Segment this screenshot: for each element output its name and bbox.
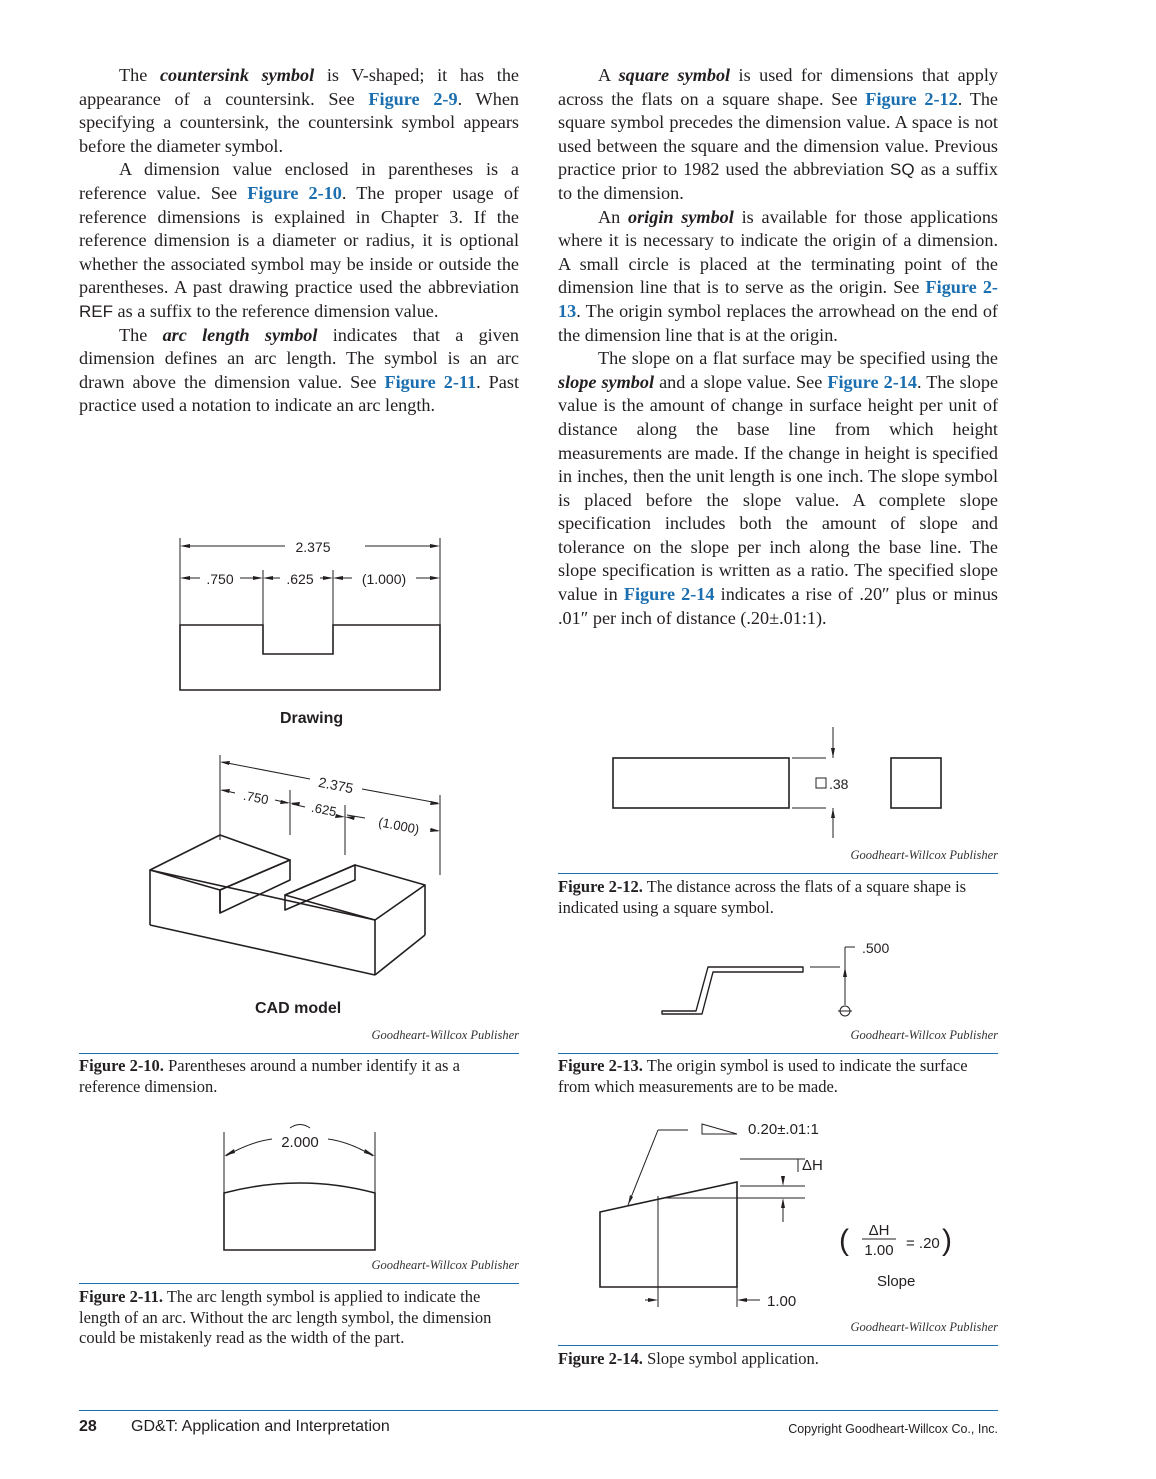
paragraph-arc-length: The arc length symbol indicates that a g…: [79, 324, 519, 416]
figure-credit: Goodheart-Willcox Publisher: [850, 1028, 998, 1042]
figure-credit: Goodheart-Willcox Publisher: [371, 1258, 519, 1272]
figure-2-13-caption: Figure 2-13. The origin symbol is used t…: [558, 1056, 968, 1096]
fraction-denominator: 1.00: [864, 1242, 893, 1259]
end-view: [890, 757, 942, 809]
left-column: The countersink symbol is V-shaped; it h…: [79, 64, 519, 418]
figure-link[interactable]: Figure 2-14: [827, 371, 917, 392]
slope-label: Slope: [877, 1273, 915, 1290]
figure-credit: Goodheart-Willcox Publisher: [850, 848, 998, 862]
fraction-numerator: ΔH: [869, 1222, 890, 1239]
dim-1000-ref: (1.000): [362, 571, 406, 587]
dim-625: .625: [310, 800, 338, 820]
right-column: A square symbol is used for dimensions t…: [558, 64, 998, 630]
paragraph-slope: The slope on a flat surface may be speci…: [558, 348, 999, 628]
page-number: 28: [79, 1418, 97, 1435]
dim-overall: 2.375: [295, 539, 330, 555]
square-symbol: [815, 777, 827, 789]
dim-750: .750: [206, 571, 233, 587]
paren-open: (: [839, 1224, 849, 1257]
paragraph-countersink: The countersink symbol is V-shaped; it h…: [79, 65, 520, 156]
arc-length-symbol: [289, 1124, 311, 1129]
figure-2-10-drawing: 2.375 .750 .625 (1.000): [179, 538, 441, 691]
figure-link[interactable]: Figure 2-13: [558, 277, 998, 321]
cad-model-label: CAD model: [255, 1000, 342, 1017]
origin-dimension-value: .500: [862, 940, 889, 956]
slope-symbol: [701, 1123, 738, 1135]
caption-rule: [558, 873, 998, 874]
figure-credit: Goodheart-Willcox Publisher: [371, 1028, 519, 1042]
figure-2-14: 0.20±.01:1 ΔH 1.00 ( ΔH 1.00 = .20 ) Slo…: [599, 1121, 952, 1310]
figure-link[interactable]: Figure 2-12: [865, 88, 958, 109]
caption-rule: [558, 1053, 998, 1054]
caption-rule: [79, 1283, 519, 1284]
copyright: Copyright Goodheart-Willcox Co., Inc.: [788, 1422, 998, 1436]
figure-2-14-caption: Figure 2-14. Slope symbol application.: [558, 1349, 819, 1368]
arc-part: [223, 1182, 376, 1251]
dim-625: .625: [286, 571, 313, 587]
figure-credit: Goodheart-Willcox Publisher: [850, 1320, 998, 1334]
paragraph-reference: A dimension value enclosed in parenthese…: [79, 159, 519, 321]
figure-link[interactable]: Figure 2-11: [384, 371, 477, 392]
figure-link[interactable]: Figure 2-14: [623, 584, 715, 605]
delta-h-label: ΔH: [802, 1157, 823, 1174]
figure-2-13: .500: [661, 940, 889, 1017]
figure-2-12-caption: Figure 2-12. The distance across the fla…: [558, 877, 967, 917]
footer-rule: [79, 1410, 998, 1411]
part-profile: [179, 624, 441, 691]
caption-rule: [79, 1053, 519, 1054]
paragraph-origin: An origin symbol is available for those …: [558, 206, 998, 345]
caption-rule: [558, 1345, 998, 1346]
figure-2-11-caption: Figure 2-11. The arc length symbol is ap…: [79, 1287, 492, 1347]
figure-2-10-caption: Figure 2-10. Parentheses around a number…: [79, 1056, 460, 1096]
paragraph-square: A square symbol is used for dimensions t…: [558, 65, 999, 203]
figure-link[interactable]: Figure 2-10: [247, 182, 342, 203]
figure-2-10-cad-model: 2.375 .750 .625 (1.000): [149, 755, 441, 976]
paren-close: ): [942, 1224, 952, 1257]
isometric-part: [149, 834, 426, 976]
arc-length-value: 2.000: [281, 1134, 319, 1151]
slope-spec: 0.20±.01:1: [748, 1121, 819, 1138]
dim-750: .750: [242, 788, 270, 808]
drawing-label: Drawing: [280, 710, 344, 727]
slope-result: = .20: [906, 1235, 940, 1252]
square-dimension-value: .38: [829, 776, 849, 792]
bent-part: [661, 966, 804, 1015]
figure-2-12: .38: [612, 727, 942, 838]
figure-link[interactable]: Figure 2-9: [368, 88, 458, 109]
dim-1000-ref: (1.000): [377, 814, 420, 837]
book-title: GD&T: Application and Interpretation: [131, 1418, 390, 1435]
figure-2-11: 2.000: [223, 1124, 376, 1251]
base-length: 1.00: [767, 1293, 796, 1310]
sloped-part: [599, 1181, 738, 1288]
side-view: [612, 757, 790, 809]
dim-overall: 2.375: [317, 774, 355, 796]
